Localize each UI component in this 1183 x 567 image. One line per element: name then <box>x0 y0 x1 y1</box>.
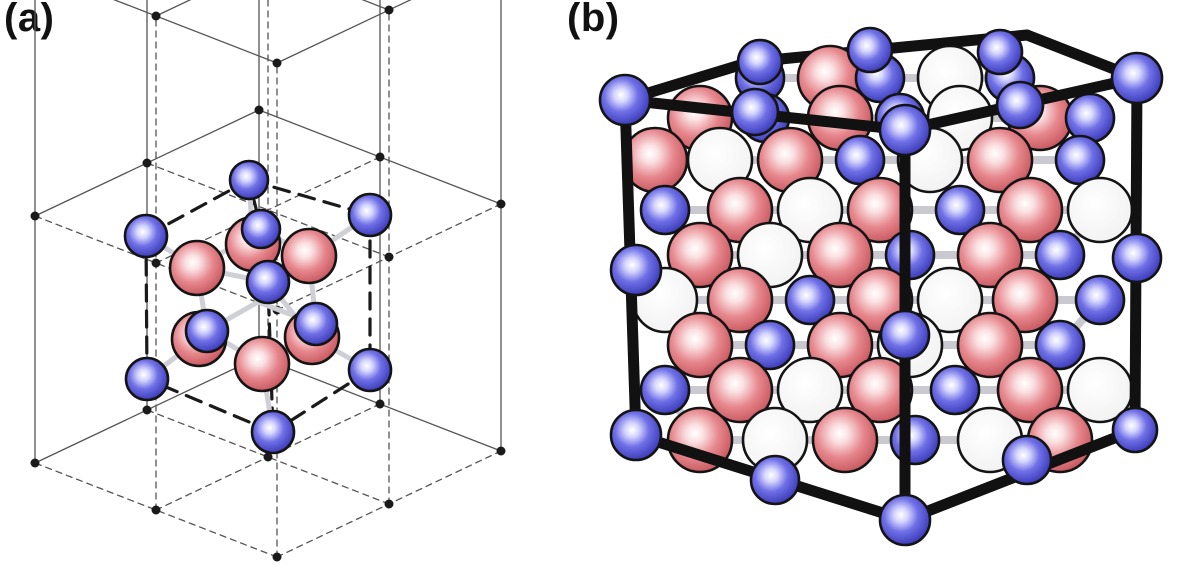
lattice-node <box>30 211 40 221</box>
cation-atom <box>846 356 914 424</box>
lattice-node <box>30 458 40 468</box>
cation-atom <box>706 356 774 424</box>
anion-atom <box>934 184 986 236</box>
vacancy-site <box>1066 176 1134 244</box>
cation-atom <box>706 266 774 334</box>
anion-atom <box>123 213 169 259</box>
cage-dash-line <box>145 377 275 434</box>
anion-atom <box>1111 406 1159 454</box>
lattice-node <box>496 446 506 456</box>
cation-atom <box>666 311 734 379</box>
cation-atom <box>956 221 1024 289</box>
anion-atom <box>245 259 291 305</box>
anion-atom <box>639 184 691 236</box>
lattice-node <box>142 158 152 168</box>
anion-atom <box>1034 229 1086 281</box>
cation-atom <box>233 335 291 393</box>
anion-atom <box>609 408 663 462</box>
lattice-node <box>263 452 273 462</box>
anion-atom <box>240 208 282 250</box>
lattice-node <box>254 105 264 115</box>
lattice-node <box>375 152 385 162</box>
anion-atom <box>744 319 796 371</box>
lattice-node <box>151 505 161 515</box>
lattice-node <box>384 5 394 15</box>
cation-atom <box>991 266 1059 334</box>
anion-atom <box>250 409 296 455</box>
anion-atom <box>878 493 932 547</box>
lattice-node <box>375 399 385 409</box>
cage-dash-line <box>144 234 149 381</box>
lattice-node <box>151 11 161 21</box>
anion-atom <box>1074 274 1126 326</box>
panel-b-label: (b) <box>567 0 620 40</box>
cation-atom <box>811 406 879 474</box>
anion-atom <box>124 356 170 402</box>
anion-atom <box>1054 134 1106 186</box>
anion-atom <box>1001 434 1053 486</box>
cation-atom <box>996 176 1064 244</box>
cation-atom <box>846 176 914 244</box>
vacancy-site <box>776 356 844 424</box>
anion-atom <box>347 347 393 393</box>
anion-atom <box>609 243 663 297</box>
anion-atom <box>749 454 801 506</box>
anion-atom <box>995 80 1045 130</box>
anion-atom <box>347 192 393 238</box>
cation-atom <box>666 221 734 289</box>
anion-atom <box>846 26 894 74</box>
cation-atom <box>996 356 1064 424</box>
cation-atom <box>966 126 1034 194</box>
anion-atom <box>1111 232 1163 284</box>
anion-atom <box>184 308 230 354</box>
anion-atom <box>784 274 836 326</box>
anion-atom <box>736 38 784 86</box>
panel-a-label: (a) <box>4 0 55 40</box>
panel-a-unit-cell <box>30 0 506 562</box>
anion-atom <box>1110 51 1164 105</box>
lattice-node <box>384 252 394 262</box>
cage-dash-line <box>144 178 251 238</box>
anion-atom <box>293 301 339 347</box>
lattice-node <box>142 405 152 415</box>
lattice-node <box>384 499 394 509</box>
anion-atom <box>889 414 941 466</box>
anion-atom <box>834 134 886 186</box>
panel-b-unit-cell <box>598 26 1164 547</box>
lattice-node <box>272 552 282 562</box>
anion-atom <box>929 364 981 416</box>
cation-atom <box>168 239 226 297</box>
anion-atom <box>879 309 931 361</box>
anion-atom <box>730 87 780 137</box>
cage-dash-line <box>271 368 372 434</box>
vacancy-site <box>916 266 984 334</box>
anion-atom <box>639 364 691 416</box>
cation-atom <box>806 221 874 289</box>
anion-atom <box>1064 92 1116 144</box>
lattice-node <box>496 199 506 209</box>
anion-atom <box>1034 319 1086 371</box>
lattice-node <box>272 58 282 68</box>
cation-atom <box>280 227 338 285</box>
cation-atom <box>956 311 1024 379</box>
anion-atom <box>976 28 1024 76</box>
anion-atom <box>598 73 652 127</box>
anion-atom <box>228 159 270 201</box>
anion-atom <box>878 103 932 157</box>
lattice-node <box>151 258 161 268</box>
